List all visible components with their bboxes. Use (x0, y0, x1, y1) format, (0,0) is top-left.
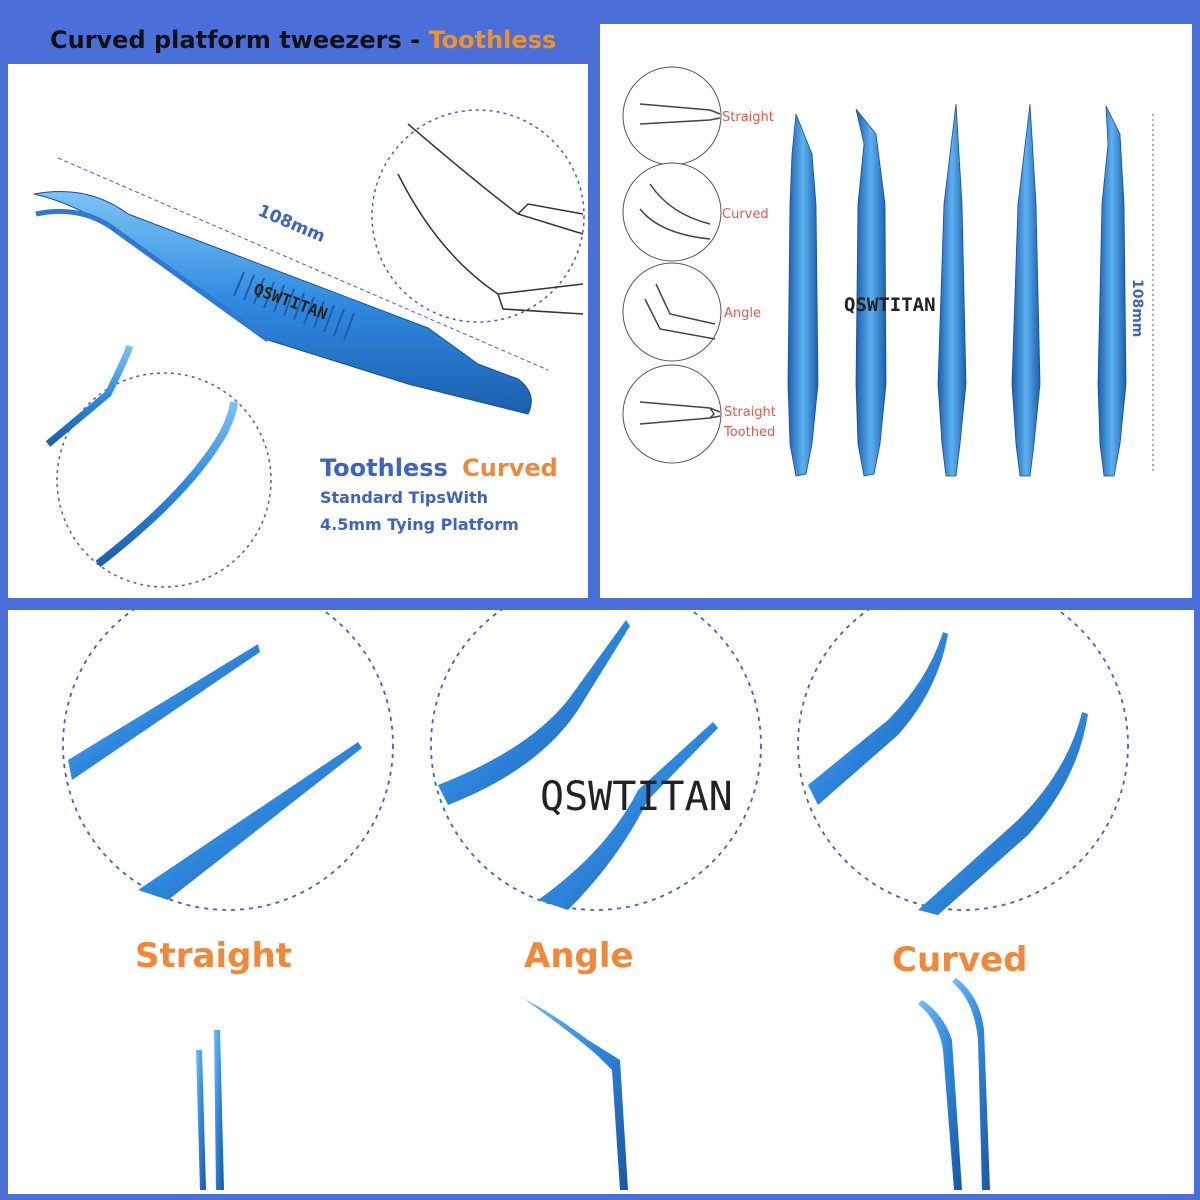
curved-tip-upper (808, 632, 948, 805)
label-curved: Curved (462, 454, 558, 482)
tip-zoom-circle-photo (56, 372, 272, 588)
tip-variants-illustration (622, 66, 1154, 477)
straight-full-left (196, 1050, 206, 1190)
tip-photo-upper (45, 344, 134, 447)
tip-zoom-circle-outline (371, 109, 585, 323)
curved-tip-lower (918, 712, 1088, 915)
tip-label-angle: Angle (724, 306, 761, 321)
tip-sketch-straight-toothed (622, 364, 722, 464)
title-bar: Curved platform tweezers - Toothless (0, 0, 600, 64)
closeup-circle-angle (430, 610, 762, 911)
dimension-line (57, 157, 549, 371)
desc-line-2: 4.5mm Tying Platform (320, 515, 519, 534)
straight-tip-upper (68, 644, 260, 780)
tip-closeups-illustration (62, 610, 1129, 1190)
closeup-label-angle: Angle (524, 936, 634, 976)
panel-curved-tweezers: 108mm QSWTITAN Toothless Curved Standard… (8, 64, 588, 598)
curved-full-left (918, 1000, 962, 1190)
angle-full (520, 996, 628, 1190)
closeup-circle-straight (62, 610, 394, 911)
tweezer-curved (1097, 105, 1127, 477)
brand-label-right: QSWTITAN (844, 294, 936, 316)
panel-tip-variants: Straight Curved Angle Straight Toothed Q… (600, 24, 1192, 598)
panel-tip-closeups: QSWTITAN Straight Angle Curved (8, 610, 1194, 1194)
straight-tip-lower (138, 742, 362, 900)
tip-outline-sketch (397, 123, 584, 315)
closeup-circle-curved (797, 610, 1129, 911)
closeup-label-curved: Curved (892, 940, 1028, 980)
desc-line-1: Standard TipsWith (320, 488, 489, 507)
tip-sketch-angle (622, 262, 722, 362)
title-main: Curved platform tweezers - (50, 26, 429, 54)
label-toothless: Toothless (320, 454, 448, 482)
tweezers-lineup (787, 103, 1127, 477)
brand-label-bottom: QSWTITAN (540, 774, 733, 820)
tip-label-straight-2: Straight (724, 405, 776, 420)
tip-label-straight: Straight (722, 110, 774, 125)
tweezer-angle-2 (855, 108, 887, 477)
closeup-label-straight: Straight (135, 936, 292, 976)
tweezer-angle-1 (787, 113, 819, 477)
curved-full-right (952, 978, 990, 1190)
tip-sketch-straight (622, 66, 722, 166)
page-title: Curved platform tweezers - Toothless (50, 26, 556, 54)
tip-photo-lower (95, 401, 238, 568)
tip-label-curved: Curved (722, 207, 769, 222)
angle-tip-upper (438, 620, 630, 805)
dimension-label-vertical: 108mm (1129, 279, 1145, 338)
tweezers-main (33, 191, 532, 415)
straight-full-right (214, 1030, 224, 1190)
tweezer-straight-toothed (1011, 103, 1041, 477)
tip-sketch-curved (622, 162, 722, 262)
title-accent: Toothless (428, 26, 557, 54)
tip-label-toothed: Toothed (724, 425, 776, 440)
angle-tip-lower (538, 722, 718, 910)
product-label: Toothless Curved (320, 454, 558, 482)
curved-tweezers-illustration (33, 109, 585, 588)
tweezer-straight (937, 103, 967, 477)
